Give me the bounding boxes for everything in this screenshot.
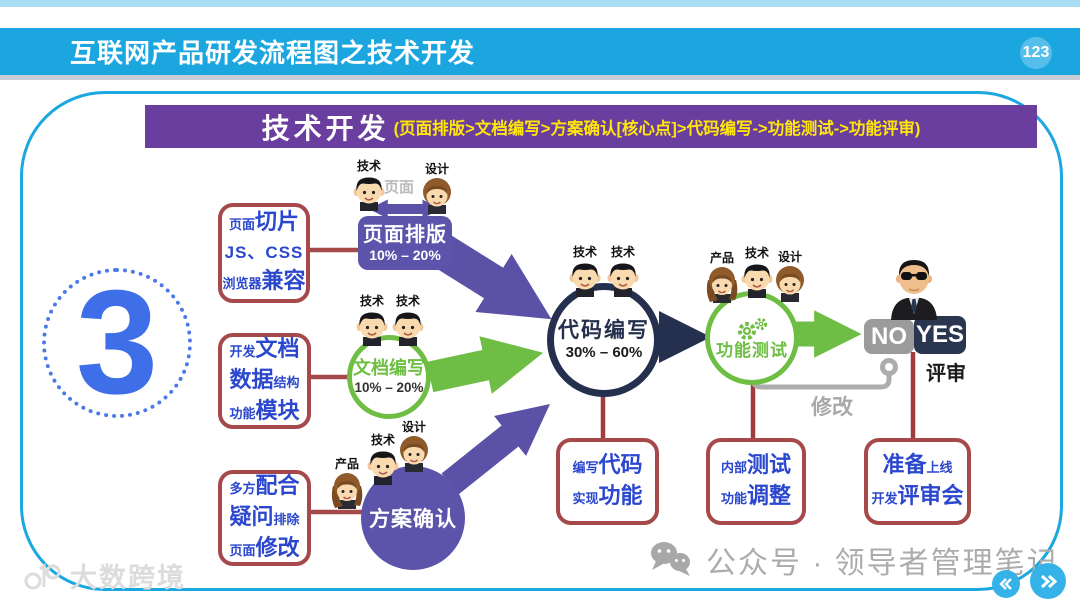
review-yes-badge: YES	[914, 316, 966, 354]
gears-icon	[738, 317, 768, 340]
female-bob-avatar-icon	[419, 176, 455, 214]
info-box-dev-docs: 开发文档 数据结构 功能模块	[218, 333, 311, 429]
male-avatar-icon	[567, 259, 603, 297]
review-label: 评审	[926, 363, 966, 385]
review-no-badge: NO	[864, 319, 914, 354]
avatar-design: 设计	[417, 163, 457, 219]
nav-next-button[interactable]	[1030, 563, 1066, 599]
banner-title: 技术开发	[261, 112, 390, 144]
info-box-page-slicing: 页面切片 JS、CSS 浏览器兼容	[218, 203, 310, 303]
banner-subtitle: (页面排版>文档编写>方案确认[核心点]>代码编写->功能测试->功能评审)	[393, 119, 921, 138]
avatar-design: 设计	[770, 251, 810, 307]
brand-logo-icon	[24, 562, 61, 589]
female-long-avatar-icon	[704, 265, 740, 303]
male-avatar-icon	[390, 308, 426, 346]
section-banner: 技术开发 (页面排版>文档编写>方案确认[核心点]>代码编写->功能测试->功能…	[145, 105, 1037, 148]
node-page-layout: 页面排版 10% – 20%	[358, 216, 452, 270]
avatar-tech: 技术	[349, 160, 389, 216]
avatar-design: 设计	[394, 421, 434, 477]
female-long-avatar-icon	[329, 471, 365, 509]
node-coding: 代码编写 30% – 60%	[547, 283, 661, 397]
pair-label: 页面	[384, 179, 415, 196]
nav-previous-button[interactable]	[992, 570, 1020, 598]
top-strip	[0, 0, 1080, 7]
content-frame-border	[20, 91, 1063, 591]
header-bar: 互联网产品研发流程图之技术开发	[0, 28, 1080, 75]
chevrons-right-icon	[1040, 574, 1057, 588]
modify-label: 修改	[811, 396, 853, 419]
avatar-tech: 技术	[603, 246, 643, 302]
header-shadow	[0, 75, 1080, 80]
avatar-product: 产品	[702, 252, 742, 308]
male-avatar-icon	[605, 259, 641, 297]
brand-watermark: 大数跨境	[24, 556, 186, 595]
detail-box-write-code: 编写代码 实现功能	[556, 438, 659, 525]
detail-box-launch-review: 准备上线 开发评审会	[864, 438, 971, 525]
avatar-product: 产品	[327, 458, 367, 514]
avatar-tech: 技术	[352, 295, 392, 351]
avatar-tech: 技术	[737, 247, 777, 303]
reviewer-boss-icon	[886, 256, 942, 320]
male-avatar-icon	[351, 173, 387, 211]
step-number-circle: 3	[42, 268, 192, 418]
step-number: 3	[75, 260, 159, 425]
page-number-badge: 123	[1020, 37, 1052, 69]
detail-box-internal-test: 内部测试 功能调整	[706, 438, 806, 525]
male-avatar-icon	[354, 308, 390, 346]
info-box-coordination: 多方配合 疑问排除 页面修改	[218, 470, 311, 566]
wechat-icon	[651, 542, 690, 576]
female-bob-avatar-icon	[772, 264, 808, 302]
avatar-tech: 技术	[363, 434, 403, 490]
page-title: 互联网产品研发流程图之技术开发	[70, 38, 476, 68]
avatar-tech: 技术	[388, 295, 428, 351]
chevrons-left-icon	[999, 578, 1012, 590]
avatar-tech: 技术	[565, 246, 605, 302]
female-bob-avatar-icon	[396, 434, 432, 472]
